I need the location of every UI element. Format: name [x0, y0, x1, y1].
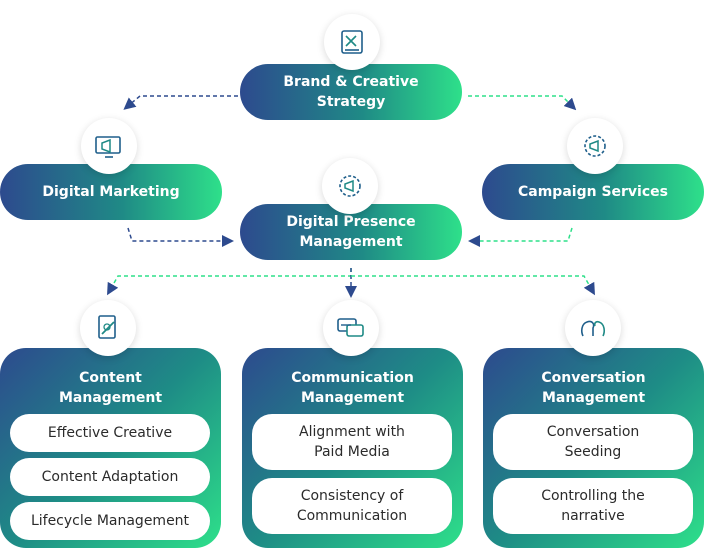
brand-strategy-node: Brand & Creative Strategy [240, 64, 462, 120]
megaphone-screen-icon [81, 118, 137, 174]
chat-bubbles-icon [323, 300, 379, 356]
conversation-heads-icon [565, 300, 621, 356]
list-item: Alignment with Paid Media [252, 414, 452, 470]
list-item: Controlling the narrative [493, 478, 693, 534]
arrow-digital-marketing-to-presence [127, 227, 234, 247]
arrow-presence-to-conversation [351, 275, 595, 296]
communication-management-title: Communication Management [291, 370, 414, 406]
arrow-brand-to-digital-marketing [123, 95, 238, 110]
list-item: Content Adaptation [10, 458, 210, 496]
communication-management-card: Communication Management Alignment with … [242, 348, 463, 548]
gear-bullhorn-icon [567, 118, 623, 174]
content-management-card: Content Management Effective Creative Co… [0, 348, 221, 548]
conversation-management-title: Conversation Management [541, 370, 646, 406]
conversation-management-card: Conversation Management Conversation See… [483, 348, 704, 548]
arrow-presence-to-content [107, 268, 352, 296]
list-item: Effective Creative [10, 414, 210, 452]
list-item: Consistency of Communication [252, 478, 452, 534]
arrow-brand-to-campaign [468, 95, 577, 111]
gear-megaphone-icon [322, 158, 378, 214]
pen-document-icon [80, 300, 136, 356]
list-item: Lifecycle Management [10, 502, 210, 540]
content-management-title: Content Management [58, 370, 163, 406]
list-item: Conversation Seeding [493, 414, 693, 470]
arrow-campaign-to-presence [468, 227, 573, 247]
strategy-tools-icon [324, 14, 380, 70]
